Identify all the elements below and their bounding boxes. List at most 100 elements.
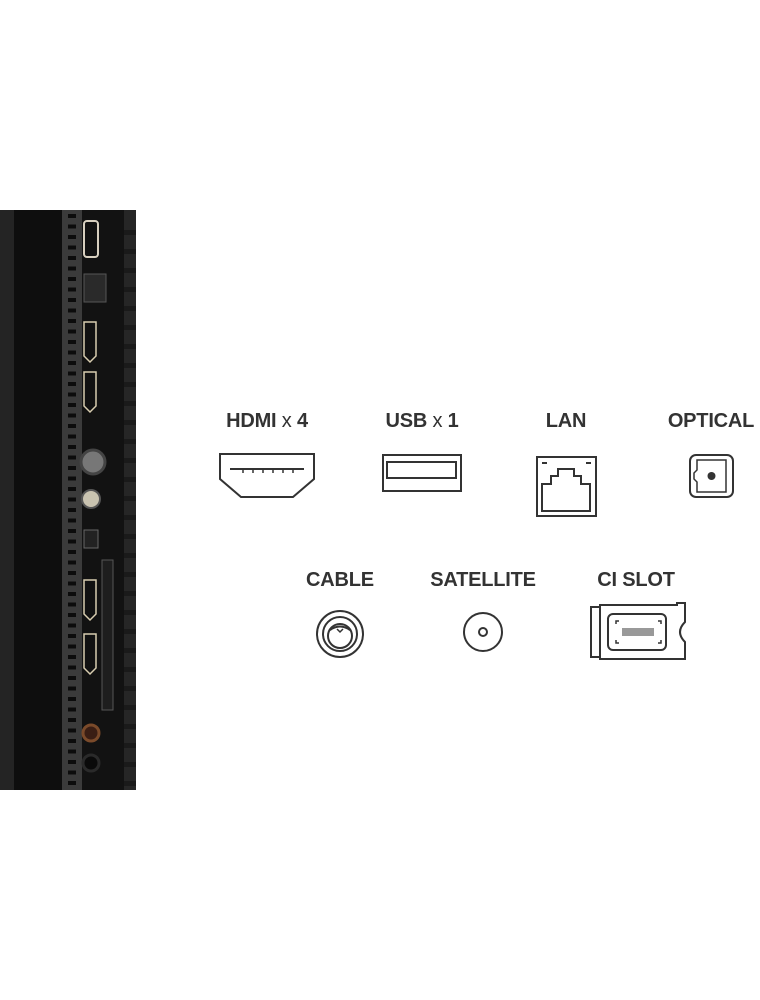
vent-slot (68, 424, 76, 428)
panel-ridge (124, 781, 136, 786)
vent-slot (68, 560, 76, 565)
hdmi-port (83, 633, 97, 676)
vent-slot (68, 487, 76, 491)
vent-slot (68, 623, 76, 628)
vent-slot (68, 382, 76, 386)
vent-slot (68, 707, 76, 712)
vent-slot (68, 571, 76, 575)
vent-slot (68, 434, 76, 439)
vent-slot (68, 340, 76, 344)
panel-ridge (124, 363, 136, 368)
panel-ridge (124, 325, 136, 330)
optical-icon (689, 454, 734, 498)
panel-ridge (124, 268, 136, 273)
panel-ridge (124, 458, 136, 463)
vent-slot (68, 613, 76, 617)
panel-ridge (124, 724, 136, 729)
satellite-label: SATELLITE (430, 569, 536, 591)
usb-port (83, 220, 99, 258)
vent-slot (68, 592, 76, 596)
panel-ridge (124, 420, 136, 425)
panel-ridge (124, 439, 136, 444)
vent-slot (68, 676, 76, 680)
usb-label: USB x 1 (385, 410, 459, 432)
vent-slot (68, 550, 76, 554)
vent-slot (68, 214, 76, 218)
vent-slot (68, 245, 76, 250)
vent-slot (68, 749, 76, 754)
vent-slot (68, 277, 76, 281)
vent-slot (68, 644, 76, 649)
satellite-icon (463, 612, 503, 652)
vent-slot (68, 539, 76, 544)
vent-slot (68, 739, 76, 743)
panel-ridge (124, 591, 136, 596)
vent-slot (68, 518, 76, 523)
vent-slot (68, 329, 76, 334)
hdmi-port (83, 371, 97, 414)
cable-label: CABLE (306, 569, 374, 591)
panel-ridge (124, 610, 136, 615)
audio-port (81, 723, 101, 743)
headphone-port (81, 753, 101, 773)
vent-slot (68, 529, 76, 533)
panel-ridge (124, 572, 136, 577)
panel-ridge (124, 762, 136, 767)
vent-slot (68, 371, 76, 376)
vent-slot (68, 634, 76, 638)
optical-port (83, 529, 99, 549)
vent-slot (68, 392, 76, 397)
vent-slot (68, 770, 76, 775)
panel-ridge (124, 686, 136, 691)
panel-ridge (124, 648, 136, 653)
panel-ridge (124, 496, 136, 501)
hdmi-port (83, 579, 97, 622)
vent-slot (68, 508, 76, 512)
vent-slot (68, 728, 76, 733)
vent-slot (68, 298, 76, 302)
vent-slot (68, 224, 76, 229)
vent-slot (68, 466, 76, 470)
panel-ridge (124, 344, 136, 349)
hdmi-icon (219, 453, 315, 498)
panel-ridge (124, 667, 136, 672)
panel-ridge (124, 743, 136, 748)
lan-label: LAN (545, 410, 587, 432)
cable-coax-icon (316, 610, 364, 658)
vent-slot (68, 655, 76, 659)
vent-slot (68, 718, 76, 722)
panel-ridge (124, 515, 136, 520)
tv-side-ports-photo (0, 210, 136, 790)
vent-slot (68, 781, 76, 785)
optical-label: OPTICAL (667, 410, 755, 432)
vent-slot (68, 476, 76, 481)
ci-slot-icon (590, 602, 686, 660)
hdmi-label: HDMI x 4 (226, 410, 308, 432)
hdmi-port (83, 321, 97, 364)
vent-slot (68, 665, 76, 670)
panel-ridge (124, 230, 136, 235)
vent-slot (68, 350, 76, 355)
ci-slot (101, 559, 114, 711)
vent-slot (68, 497, 76, 502)
vent-slot (68, 413, 76, 418)
panel-ridge (124, 401, 136, 406)
vent-slot (68, 455, 76, 460)
panel-ridge (124, 287, 136, 292)
vent-slot (68, 686, 76, 691)
vent-slot (68, 319, 76, 323)
panel-ridge (124, 249, 136, 254)
vent-slot (68, 760, 76, 764)
vent-slot (68, 581, 76, 586)
vent-slot (68, 256, 76, 260)
panel-ridge (124, 629, 136, 634)
vent-slot (68, 287, 76, 292)
vent-slot (68, 266, 76, 271)
panel-ridge (124, 705, 136, 710)
lan-port (83, 273, 107, 303)
vent-slot (68, 361, 76, 365)
vent-slot (68, 602, 76, 607)
cable-port (79, 448, 107, 476)
panel-ridge (124, 534, 136, 539)
panel-ridge (124, 477, 136, 482)
